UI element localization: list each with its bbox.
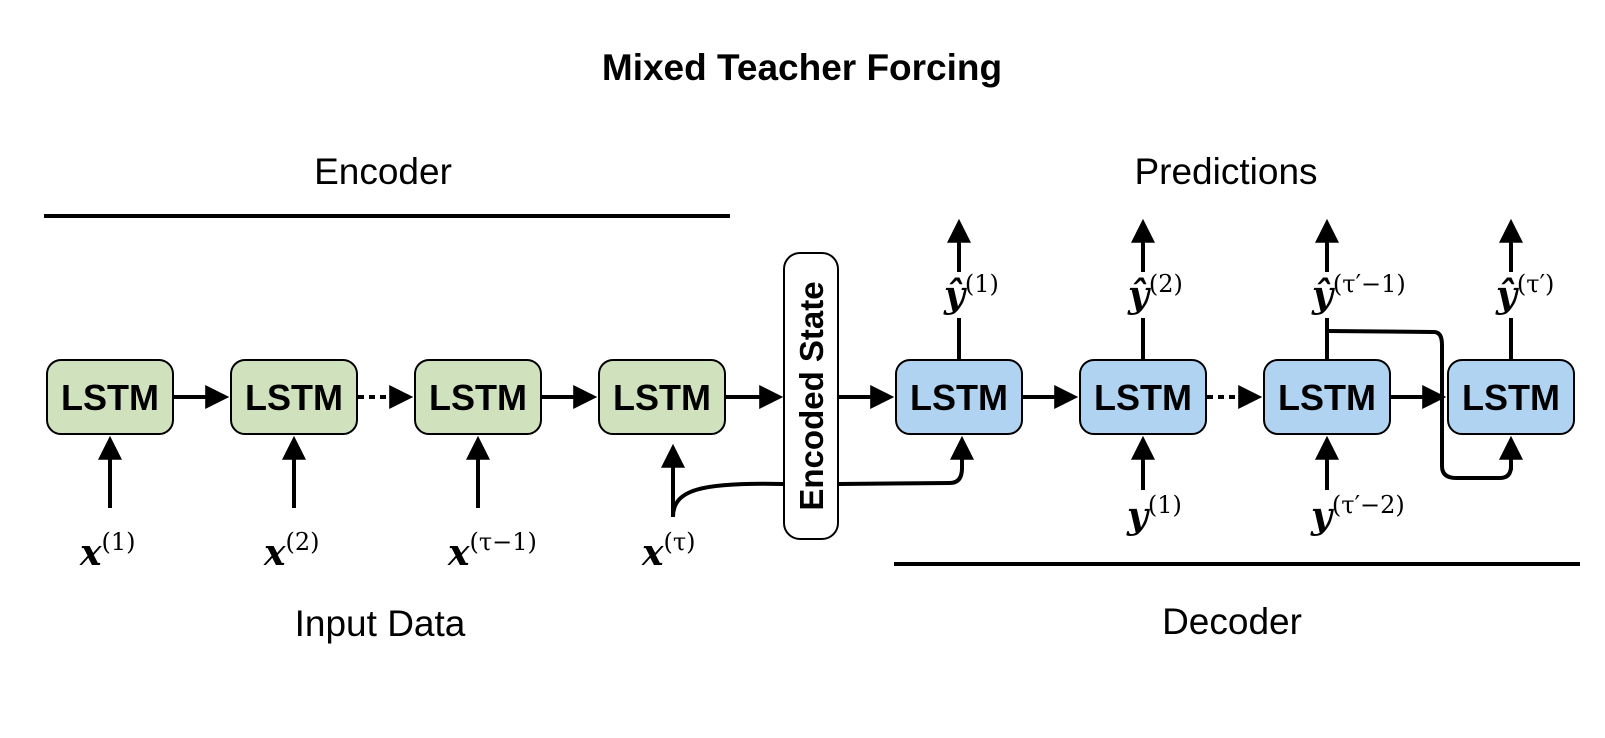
decoder-cell-2-label: LSTM [1094, 377, 1192, 418]
feedback-path-yhat-to-dec4 [1326, 329, 1513, 480]
encoder-cell-2: LSTM [230, 359, 358, 435]
input-label-4: x(τ) [641, 528, 695, 574]
decoder-cell-3: LSTM [1263, 359, 1391, 435]
prediction-label-4: ŷ(τ′) [1495, 270, 1554, 316]
prediction-label-3: ŷ(τ′−1) [1311, 270, 1406, 316]
encoded-state-box: Encoded State [783, 252, 839, 540]
decoder-input-label-2: y(1) [1126, 491, 1182, 537]
encoder-label: Encoder [314, 151, 452, 192]
decoder-label: Decoder [1162, 601, 1302, 642]
encoded-state-label: Encoded State [793, 281, 830, 510]
decoder-cell-1: LSTM [895, 359, 1023, 435]
encoder-cell-3-label: LSTM [429, 377, 527, 418]
decoder-cell-1-label: LSTM [910, 377, 1008, 418]
input-label-1: x(1) [79, 528, 135, 574]
prediction-label-2: ŷ(2) [1127, 270, 1183, 316]
encoder-cell-1-label: LSTM [61, 377, 159, 418]
input-data-label: Input Data [295, 603, 466, 644]
predictions-label: Predictions [1134, 151, 1317, 192]
decoder-cell-3-label: LSTM [1278, 377, 1376, 418]
input-label-3: x(τ−1) [447, 528, 537, 574]
encoder-cell-4: LSTM [598, 359, 726, 435]
diagram-title: Mixed Teacher Forcing [602, 47, 1002, 88]
decoder-cell-4: LSTM [1447, 359, 1575, 435]
encoder-cell-1: LSTM [46, 359, 174, 435]
prediction-label-1: ŷ(1) [943, 270, 999, 316]
decoder-cell-4-label: LSTM [1462, 377, 1560, 418]
decoder-cell-2: LSTM [1079, 359, 1207, 435]
decoder-input-label-3: y(τ′−2) [1310, 491, 1405, 537]
encoder-cell-2-label: LSTM [245, 377, 343, 418]
encoder-cell-4-label: LSTM [613, 377, 711, 418]
input-label-2: x(2) [263, 528, 319, 574]
encoder-cell-3: LSTM [414, 359, 542, 435]
